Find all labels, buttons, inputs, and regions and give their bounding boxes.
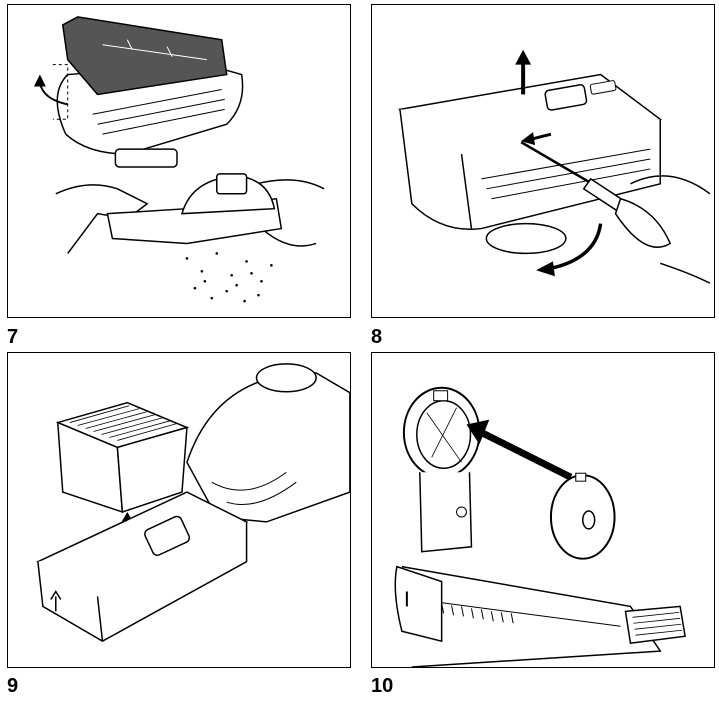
figure-9-illustration bbox=[36, 363, 350, 643]
figure-8-illustration bbox=[398, 49, 711, 284]
figure-8-panel bbox=[371, 4, 715, 318]
figure-9-panel bbox=[7, 352, 351, 668]
figure-10-illustration bbox=[394, 386, 686, 667]
figure-7-illustration bbox=[33, 16, 325, 303]
figure-8-number: 8 bbox=[371, 326, 383, 348]
figure-10-number: 10 bbox=[371, 675, 394, 697]
figure-9-number: 9 bbox=[7, 675, 19, 697]
figure-10-panel bbox=[371, 352, 715, 668]
figure-7-panel bbox=[7, 4, 351, 318]
figure-7-number: 7 bbox=[7, 326, 19, 348]
